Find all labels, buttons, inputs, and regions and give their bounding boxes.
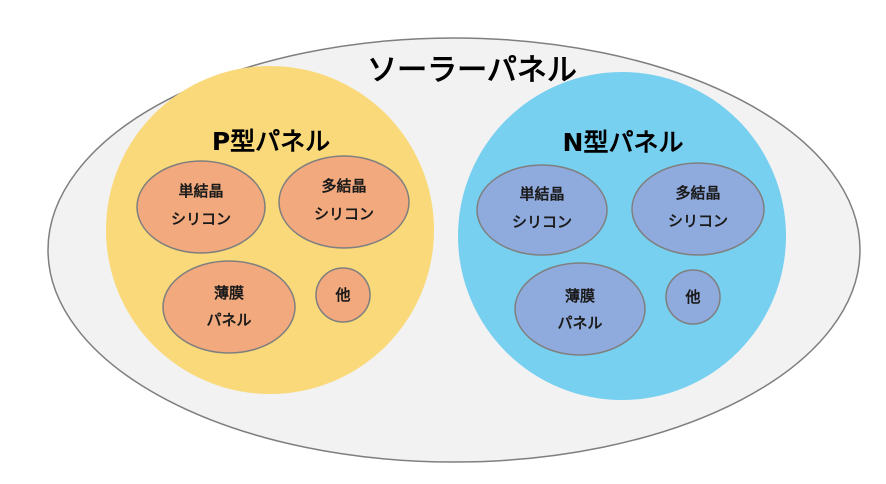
p-node-monocrystalline-line1: 単結晶 [178,182,223,200]
n-node-polycrystalline [631,162,765,256]
n-node-monocrystalline [476,164,608,256]
n-node-monocrystalline-line2: シリコン [512,213,572,231]
diagram-title: ソーラーパネル [367,53,577,88]
n-type-title: N型パネル [563,128,684,157]
p-type-group: P型パネル 単結晶 シリコン 多結晶 シリコン 薄膜 パネル 他 [106,66,434,394]
p-node-other-label: 他 [334,286,350,304]
n-node-other [665,269,721,325]
p-node-polycrystalline-line2: シリコン [314,205,374,223]
n-node-other-label: 他 [684,288,700,306]
n-node-thin-film-line2: パネル [557,314,602,332]
n-node-monocrystalline-line1: 単結晶 [519,185,564,203]
n-node-thin-film [514,262,646,356]
p-node-other [315,267,371,323]
p-node-thin-film [162,260,296,354]
p-node-monocrystalline-line2: シリコン [171,210,231,228]
p-type-title: P型パネル [212,127,330,156]
p-node-polycrystalline-line1: 多結晶 [321,177,366,195]
p-node-polycrystalline [278,155,410,249]
p-node-monocrystalline [136,160,266,254]
p-node-thin-film-line1: 薄膜 [214,284,244,302]
n-type-group: N型パネル 単結晶 シリコン 多結晶 シリコン 薄膜 パネル 他 [458,72,786,400]
n-node-thin-film-line1: 薄膜 [565,287,595,305]
n-node-polycrystalline-line2: シリコン [668,212,728,230]
n-node-polycrystalline-line1: 多結晶 [675,184,720,202]
p-node-thin-film-line2: パネル [206,311,251,329]
